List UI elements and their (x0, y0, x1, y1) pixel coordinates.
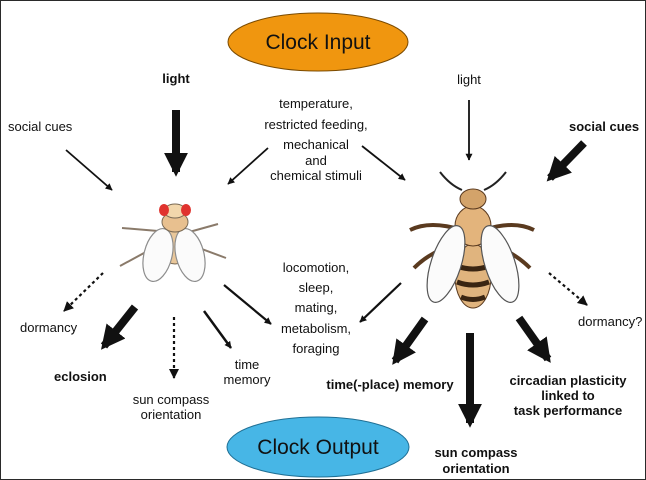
clock-output-oval: Clock Output (227, 417, 409, 477)
fly-dormancy-label: dormancy (20, 320, 78, 335)
shared-input-and: and (305, 153, 327, 168)
shared-output-mating: mating, (295, 300, 338, 315)
shared-input-temperature: temperature, (279, 96, 353, 111)
bee-circadian-plasticity-label-line3: task performance (514, 403, 622, 418)
shared-outputs-list: locomotion, sleep, mating, metabolism, f… (281, 260, 351, 356)
fly-shared-output-arrow (224, 285, 271, 324)
clock-input-label: Clock Input (265, 31, 370, 54)
bee-social-cues-arrow (550, 143, 584, 178)
clock-output-label: Clock Output (257, 436, 379, 459)
shared-input-to-fly-arrow (228, 148, 268, 184)
shared-output-foraging: foraging (293, 341, 340, 356)
clock-input-oval: Clock Input (228, 13, 408, 71)
fly-sun-compass-label-line2: orientation (141, 407, 202, 422)
fly-eclosion-arrow (104, 307, 135, 346)
fly-eclosion-label: eclosion (54, 369, 107, 384)
bee-time-place-memory-label: time(-place) memory (326, 377, 454, 392)
bee-circadian-plasticity-label-line2: linked to (541, 388, 595, 403)
fly-sun-compass-label-line1: sun compass (133, 392, 210, 407)
fly-social-cues-label: social cues (8, 119, 73, 134)
bee-dormancy-label: dormancy? (578, 314, 642, 329)
shared-input-to-bee-arrow (362, 146, 405, 180)
shared-input-mechanical: mechanical (283, 137, 349, 152)
shared-output-metabolism: metabolism, (281, 321, 351, 336)
bee-dormancy-arrow (549, 273, 587, 305)
fly-time-memory-arrow (204, 311, 231, 348)
fly-social-cues-arrow (66, 150, 112, 190)
bee-shared-output-arrow (360, 283, 401, 322)
bee-circadian-plasticity-label-line1: circadian plasticity (509, 373, 627, 388)
bee-social-cues-label: social cues (569, 119, 639, 134)
bee-light-label: light (457, 72, 481, 87)
shared-input-restricted-feeding: restricted feeding, (264, 117, 367, 132)
fly-time-memory-label-line2: memory (224, 372, 271, 387)
bee-time-place-memory-arrow (395, 319, 425, 361)
fruit-fly-icon (120, 204, 226, 285)
shared-input-chemical-stimuli: chemical stimuli (270, 168, 362, 183)
shared-inputs-list: temperature, restricted feeding, mechani… (264, 96, 367, 183)
shared-output-locomotion: locomotion, (283, 260, 349, 275)
bee-sun-compass-label-line1: sun compass (434, 445, 517, 460)
bee-circadian-plasticity-arrow (519, 318, 548, 359)
honeybee-icon (410, 172, 534, 308)
bee-sun-compass-label-line2: orientation (442, 461, 509, 476)
fly-light-label: light (162, 71, 190, 86)
shared-output-sleep: sleep, (299, 280, 334, 295)
fly-dormancy-arrow (64, 273, 103, 311)
fly-time-memory-label-line1: time (235, 357, 260, 372)
